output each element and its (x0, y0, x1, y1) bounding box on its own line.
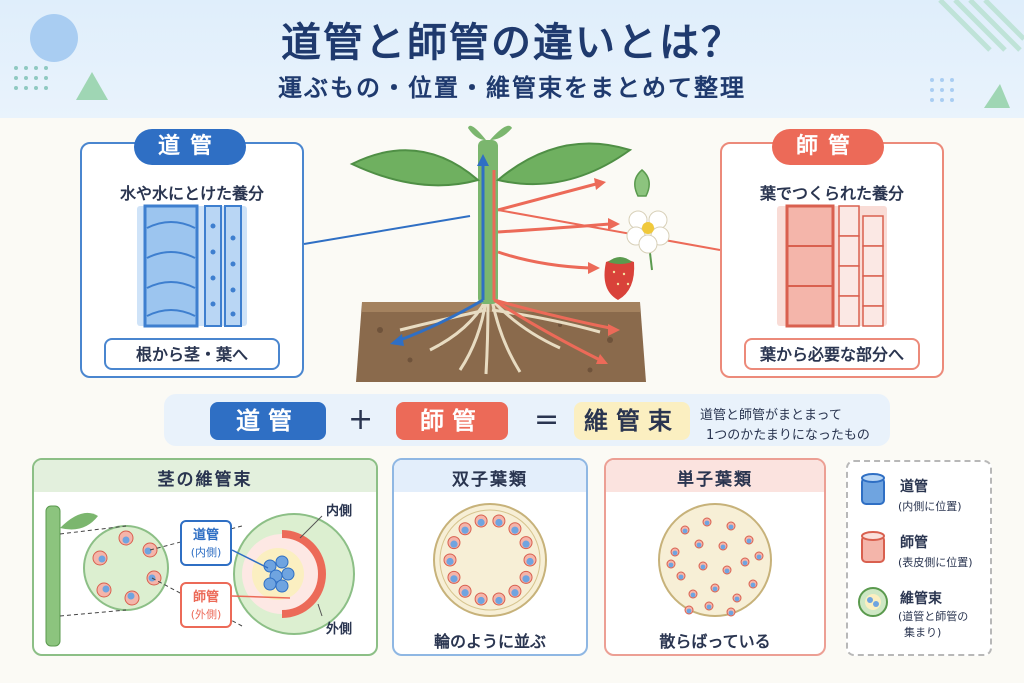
legend-bundle-label: 維管束 (900, 591, 942, 607)
stem-xylem-callout (180, 520, 232, 566)
stem-phloem-position: (外側) (190, 608, 222, 621)
dicot-bundle (447, 536, 461, 550)
dicot-bundle (474, 514, 488, 528)
dicot-bundle (458, 522, 472, 536)
xylem-direction-box: 根から茎・葉へ (104, 338, 280, 370)
header-band (0, 0, 1024, 118)
monocot-bundle (704, 601, 714, 611)
stem-phloem-label: 師管 (192, 590, 219, 605)
dicot-bundle (447, 570, 461, 584)
legend-phloem-note: (表皮側に位置) (898, 556, 973, 569)
stem-cross-section (45, 505, 355, 647)
plant-illustration (303, 125, 721, 382)
dicot-bundle (474, 592, 488, 606)
monocot-bundle (694, 539, 704, 549)
legend-icons (858, 473, 888, 617)
phloem-direction-box: 葉から必要な部分へ (744, 338, 920, 370)
stem-inner-label: 内側 (326, 504, 353, 519)
monocot-bundle (726, 521, 736, 531)
monocot-bundle (670, 547, 680, 557)
dicot-bundle (519, 570, 533, 584)
equation-note-line2: 1つのかたまりになったもの (706, 428, 870, 443)
xylem-carries-text: 水や水にとけた養分 (119, 184, 264, 203)
monocot-bundle (754, 551, 764, 561)
equation-plus: + (348, 402, 374, 437)
legend-xylem-note: (内側に位置) (898, 500, 962, 513)
monocot-bundle (740, 557, 750, 567)
xylem-vessel-illustration (137, 204, 247, 328)
legend-bundle-note-2: 集まり) (904, 626, 942, 639)
dicot-bundle (523, 553, 537, 567)
stem-phloem-callout (180, 582, 232, 628)
equation-note-line1: 道管と師管がまとまって (700, 408, 842, 423)
equation-bundle: 維管束 (574, 402, 690, 440)
stem-xylem-position: (内側) (190, 546, 222, 559)
xylem-label-pill: 道管 (134, 129, 246, 165)
dicot-bundle (508, 584, 522, 598)
stem-outer-label: 外側 (326, 622, 353, 637)
monocot-caption: 散らばっている (659, 632, 771, 651)
monocot-bundle (684, 605, 694, 615)
dicot-bundle (443, 553, 457, 567)
monocot-bundle (726, 607, 736, 617)
dicot-bundle (458, 584, 472, 598)
header-decoration (14, 0, 1024, 108)
page-subtitle: 運ぶもの・位置・維管束をまとめて整理 (278, 74, 746, 102)
dicot-bundle (492, 514, 506, 528)
xylem-connector-line (303, 215, 471, 245)
monocot-title-bar (606, 460, 824, 492)
monocot-bundle (688, 589, 698, 599)
legend-xylem-label: 道管 (900, 479, 928, 495)
dicot-title-bar (394, 460, 586, 492)
page-title: 道管と師管の違いとは？ (281, 20, 743, 66)
legend-phloem-icon (861, 531, 885, 563)
monocot-bundle (680, 525, 690, 535)
phloem-connector-line (497, 209, 721, 251)
monocot-bundle (698, 561, 708, 571)
monocot-title: 単子葉類 (677, 470, 753, 490)
monocot-cross-section (658, 503, 772, 617)
monocot-bundle (718, 541, 728, 551)
phloem-label-pill: 師管 (772, 129, 884, 165)
monocot-bundle (702, 517, 712, 527)
monocot-bundle (710, 583, 720, 593)
equation-phloem: 師管 (396, 402, 508, 440)
dicot-title: 双子葉類 (452, 470, 528, 490)
monocot-bundle (676, 571, 686, 581)
monocot-bundle (744, 535, 754, 545)
legend-bundle-note-1: (道管と師管の (898, 610, 969, 623)
dicot-bundle (508, 522, 522, 536)
monocot-bundle (722, 565, 732, 575)
phloem-tube-illustration (777, 204, 887, 328)
legend-xylem-icon (861, 473, 885, 505)
equation-xylem: 道管 (210, 402, 326, 440)
legend-bundle-icon (858, 587, 888, 617)
legend-phloem-label: 師管 (900, 535, 928, 551)
equation-equals: = (534, 402, 560, 437)
dicot-bundle (519, 536, 533, 550)
monocot-bundle (748, 579, 758, 589)
stem-bundle-title-bar (34, 460, 376, 492)
dicot-caption: 輪のように並ぶ (433, 632, 546, 651)
phloem-carries-text: 葉でつくられた養分 (759, 184, 904, 203)
dicot-cross-section (433, 503, 547, 617)
stem-bundle-title: 茎の維管束 (157, 470, 253, 490)
monocot-bundle (666, 559, 676, 569)
dicot-bundle (492, 592, 506, 606)
stem-xylem-label: 道管 (192, 528, 219, 543)
monocot-bundle (732, 593, 742, 603)
